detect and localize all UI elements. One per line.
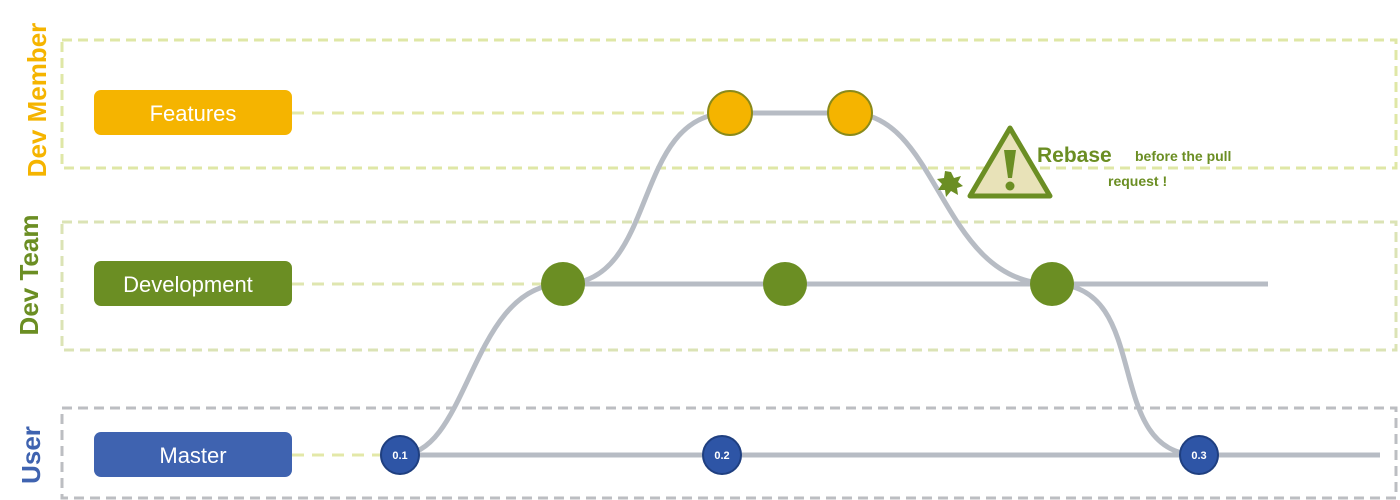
commit-development-1 — [541, 262, 585, 306]
warning-triangle-icon — [967, 125, 1053, 199]
branch-label-development: Development — [94, 261, 292, 306]
branch-label-master: Master — [94, 432, 292, 477]
lane-title-dev-team: Dev Team — [14, 215, 44, 336]
rebase-note-line1: before the pull — [1135, 148, 1231, 164]
development-to-master-curve — [1051, 281, 1200, 458]
commit-master-2-tag: 0.2 — [714, 450, 729, 462]
commit-development-2 — [763, 262, 807, 306]
lane-box-dev-team — [60, 220, 1398, 352]
commit-development-3 — [1030, 262, 1074, 306]
branch-label-master-text: Master — [159, 443, 226, 468]
branch-label-development-text: Development — [123, 272, 253, 297]
starburst-icon — [937, 171, 963, 197]
commit-feature-2 — [827, 90, 873, 136]
branch-label-features: Features — [94, 90, 292, 135]
lane-title-dev-member: Dev Member — [22, 23, 52, 178]
development-to-features-curve — [562, 110, 731, 287]
commit-feature-1 — [707, 90, 753, 136]
commit-master-3-tag: 0.3 — [1191, 450, 1206, 462]
commit-master-2: 0.2 — [702, 435, 742, 475]
rebase-note-line2: request ! — [1108, 173, 1167, 189]
commit-master-3: 0.3 — [1179, 435, 1219, 475]
rebase-note-bold: Rebase — [1037, 144, 1112, 167]
lane-title-user: User — [16, 426, 46, 484]
branch-label-features-text: Features — [150, 101, 237, 126]
lane-box-dev-member — [60, 38, 1398, 170]
commit-master-1-tag: 0.1 — [392, 450, 407, 462]
commit-master-1: 0.1 — [380, 435, 420, 475]
master-to-development-curve — [399, 281, 564, 458]
lane-box-user — [60, 406, 1398, 500]
features-rebase-curve — [849, 110, 1053, 287]
